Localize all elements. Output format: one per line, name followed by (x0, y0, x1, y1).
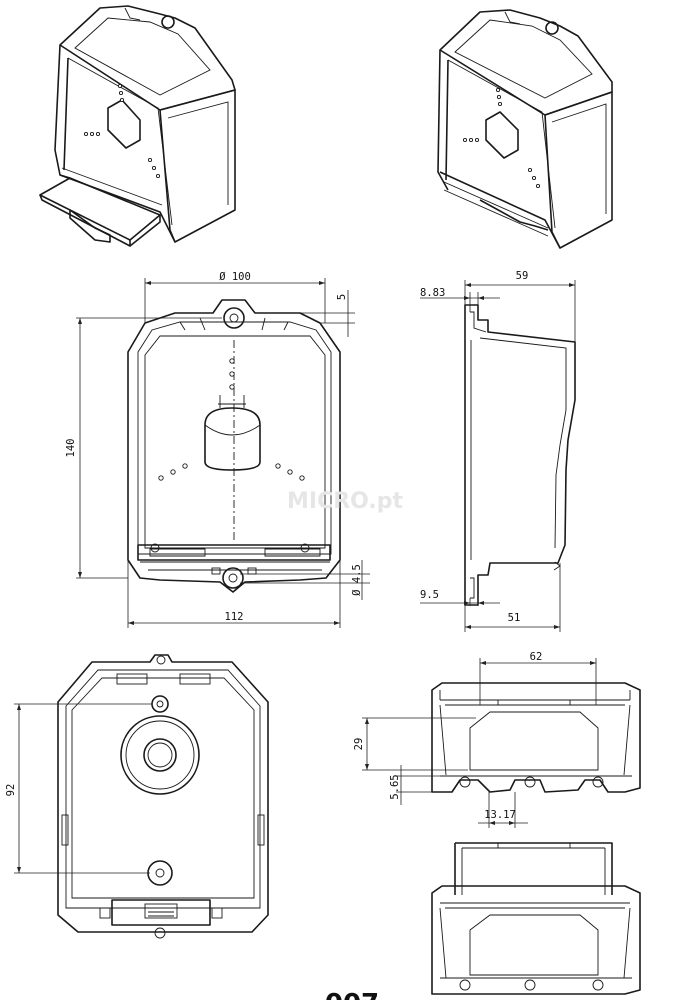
side-view: 8.83 59 9.5 51 (420, 270, 576, 632)
dim-offset-top: 5 (336, 294, 348, 300)
dim-width-bottom: 112 (225, 611, 244, 623)
dim-slot: 13.17 (484, 809, 516, 821)
isometric-view-closed (437, 9, 613, 249)
assembly-section-view (431, 842, 641, 995)
dim-depth-top: 59 (516, 270, 529, 282)
dim-top-offset: 8.83 (420, 287, 445, 299)
dim-bottom-offset: 9.5 (420, 589, 439, 601)
dim-height: 29 (353, 738, 365, 751)
dim-width: 62 (530, 651, 543, 663)
watermark: MICRO.pt (287, 489, 403, 514)
dim-depth-bottom: 51 (508, 612, 521, 624)
dim-height: 140 (65, 439, 77, 458)
dim-width-top: Ø 100 (219, 271, 251, 283)
page-number: 007 (325, 989, 379, 1000)
base-plan-view: 92 (5, 654, 269, 939)
dim-flange: 5.65 (389, 774, 401, 799)
dim-hole: Ø 4.5 (351, 564, 363, 596)
front-view: Ø 100 5 140 Ø 4.5 112 (65, 271, 370, 628)
dim-spacing: 92 (5, 784, 17, 797)
isometric-view-lid-open (39, 5, 236, 247)
base-section-view: 62 29 5.65 13.17 (353, 651, 641, 828)
